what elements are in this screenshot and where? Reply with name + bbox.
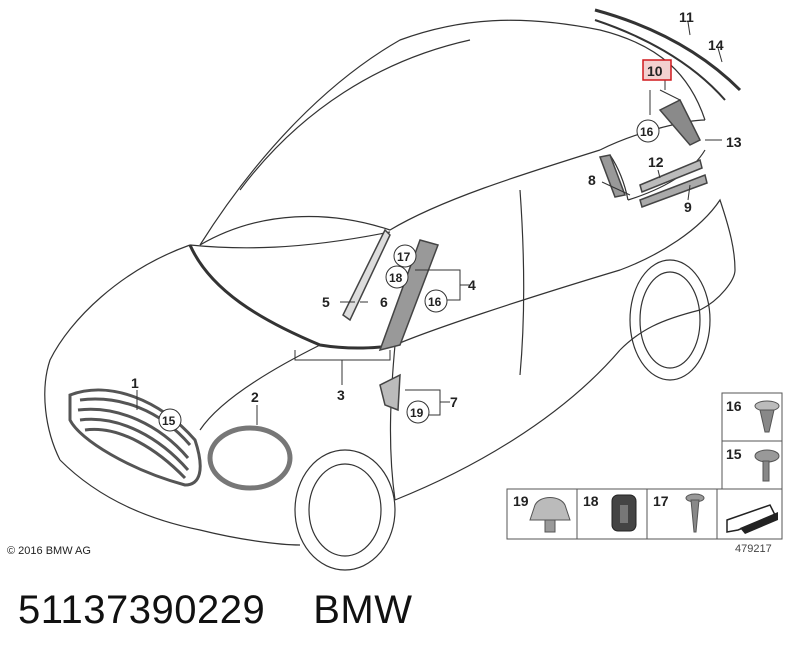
callout-3: 3 xyxy=(337,387,345,403)
legend-part-19: 19 xyxy=(513,493,571,533)
part-number: 51137390229 xyxy=(18,588,266,632)
callout-10-highlight[interactable]: 10 xyxy=(642,59,672,81)
circled-ref-17: 17 xyxy=(393,244,417,268)
svg-text:19: 19 xyxy=(513,493,529,509)
legend-part-18: 18 xyxy=(583,493,637,532)
svg-text:18: 18 xyxy=(583,493,599,509)
circled-ref-18: 18 xyxy=(385,265,409,289)
callout-2: 2 xyxy=(251,389,259,405)
callout-8: 8 xyxy=(588,172,596,188)
callout-7: 7 xyxy=(450,394,458,410)
brand-name: BMW xyxy=(313,588,413,632)
svg-text:18: 18 xyxy=(389,271,403,285)
copyright-text: © 2016 BMW AG xyxy=(7,545,91,557)
svg-text:17: 17 xyxy=(653,493,669,509)
circled-ref-16-roof: 16 xyxy=(636,119,660,143)
svg-text:19: 19 xyxy=(410,406,424,420)
svg-text:16: 16 xyxy=(726,398,742,414)
diagram-ref-number: 479217 xyxy=(735,543,772,555)
car-outline xyxy=(44,8,742,571)
a-pillar-trims xyxy=(342,98,708,412)
parts-diagram: 1 2 3 4 5 6 7 8 9 10 11 12 13 14 15 16 1… xyxy=(7,8,783,571)
leader-lines xyxy=(136,21,723,425)
svg-text:15: 15 xyxy=(726,446,742,462)
circled-ref-19: 19 xyxy=(406,400,430,424)
svg-text:15: 15 xyxy=(162,414,176,428)
svg-text:16: 16 xyxy=(428,295,442,309)
callout-5: 5 xyxy=(322,294,330,310)
circled-ref-16-pillar: 16 xyxy=(424,289,448,313)
headlight-ring xyxy=(207,425,293,491)
callout-4: 4 xyxy=(468,277,476,293)
circled-ref-15: 15 xyxy=(158,408,182,432)
callout-11: 11 xyxy=(679,9,694,25)
callout-6: 6 xyxy=(380,294,388,310)
callout-1: 1 xyxy=(131,375,139,391)
svg-text:17: 17 xyxy=(397,250,411,264)
legend-panel xyxy=(506,392,783,540)
callout-9: 9 xyxy=(684,199,692,215)
arrow-icon xyxy=(726,504,778,534)
grille xyxy=(68,388,202,487)
callout-14: 14 xyxy=(708,37,724,53)
legend-part-17: 17 xyxy=(653,493,705,533)
legend-part-15: 15 xyxy=(726,446,780,482)
part-caption: 51137390229 BMW xyxy=(18,588,461,633)
svg-text:16: 16 xyxy=(640,125,654,139)
legend-part-16: 16 xyxy=(726,398,780,433)
callout-12: 12 xyxy=(648,154,664,170)
callout-13: 13 xyxy=(726,134,742,150)
callout-10: 10 xyxy=(647,63,663,79)
